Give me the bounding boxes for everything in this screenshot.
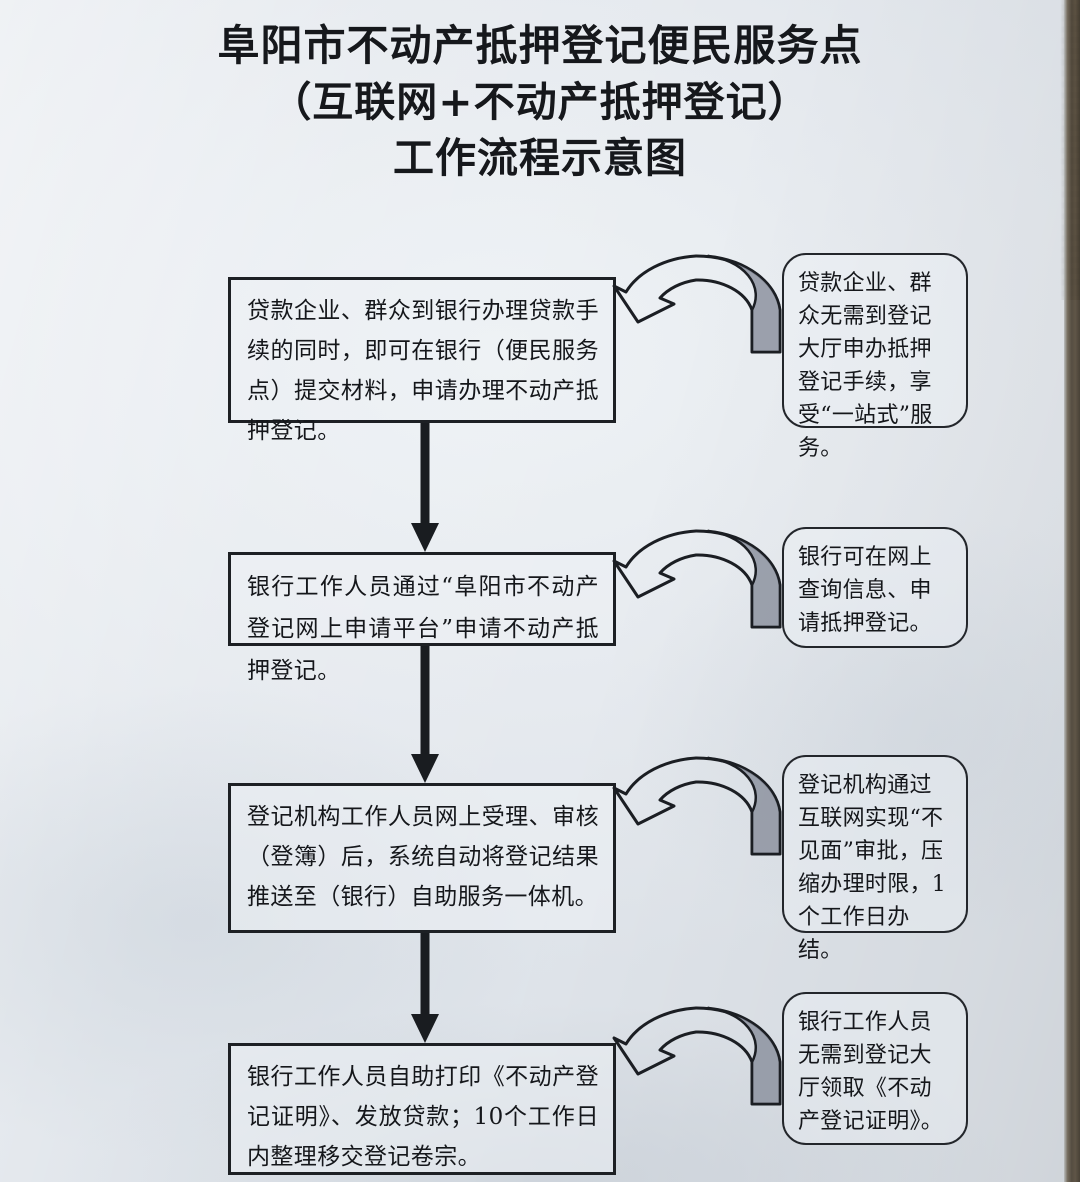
flow-step-box-1: 贷款企业、群众到银行办理贷款手续的同时，即可在银行（便民服务点）提交材料，申请办… [228,277,616,444]
arc-arrow-note-2 [612,529,782,629]
note-callout-4: 银行工作人员无需到登记大厅领取《不动产登记证明》。 [782,992,968,1145]
note-callout-text-3: 登记机构通过互联网实现“不见面”审批，压缩办理时限，1个工作日办结。 [798,773,947,963]
arc-arrow-note-1 [612,254,782,354]
flow-step-text-3: 登记机构工作人员网上受理、审核（登簿）后，系统自动将登记结果推送至（银行）自助服… [247,804,599,910]
flow-step-box-4: 银行工作人员自助打印《不动产登记证明》、发放贷款；10个工作日内整理移交登记卷宗… [228,1043,616,1175]
title-line-2: （互联网+不动产抵押登记） [270,78,810,126]
flow-step-box-3: 登记机构工作人员网上受理、审核（登簿）后，系统自动将登记结果推送至（银行）自助服… [228,783,616,933]
note-callout-text-2: 银行可在网上查询信息、申请抵押登记。 [798,545,932,636]
title-line-3: 工作流程示意图 [393,134,687,182]
flow-step-text-2: 银行工作人员通过“阜阳市不动产登记网上申请平台”申请不动产抵押登记。 [247,574,599,684]
arc-arrow-note-3 [612,756,782,856]
flow-step-text-4: 银行工作人员自助打印《不动产登记证明》、发放贷款；10个工作日内整理移交登记卷宗… [247,1064,599,1170]
flow-step-text-1: 贷款企业、群众到银行办理贷款手续的同时，即可在银行（便民服务点）提交材料，申请办… [247,298,599,444]
note-callout-2: 银行可在网上查询信息、申请抵押登记。 [782,527,968,648]
note-callout-text-4: 银行工作人员无需到登记大厅领取《不动产登记证明》。 [798,1010,944,1134]
note-callout-text-1: 贷款企业、群众无需到登记大厅申办抵押登记手续，享受“一站式”服务。 [798,271,933,461]
arc-arrow-note-4 [612,1006,782,1106]
note-callout-3: 登记机构通过互联网实现“不见面”审批，压缩办理时限，1个工作日办结。 [782,755,968,963]
flow-step-box-2: 银行工作人员通过“阜阳市不动产登记网上申请平台”申请不动产抵押登记。 [228,552,616,684]
vertical-arrow-3-to-4 [411,933,439,1043]
desk-edge-strip [1064,0,1080,1182]
note-callout-1: 贷款企业、群众无需到登记大厅申办抵押登记手续，享受“一站式”服务。 [782,253,968,461]
page-title: 阜阳市不动产抵押登记便民服务点 （互联网+不动产抵押登记） 工作流程示意图 [0,18,1080,186]
title-line-1: 阜阳市不动产抵押登记便民服务点 [217,21,863,70]
